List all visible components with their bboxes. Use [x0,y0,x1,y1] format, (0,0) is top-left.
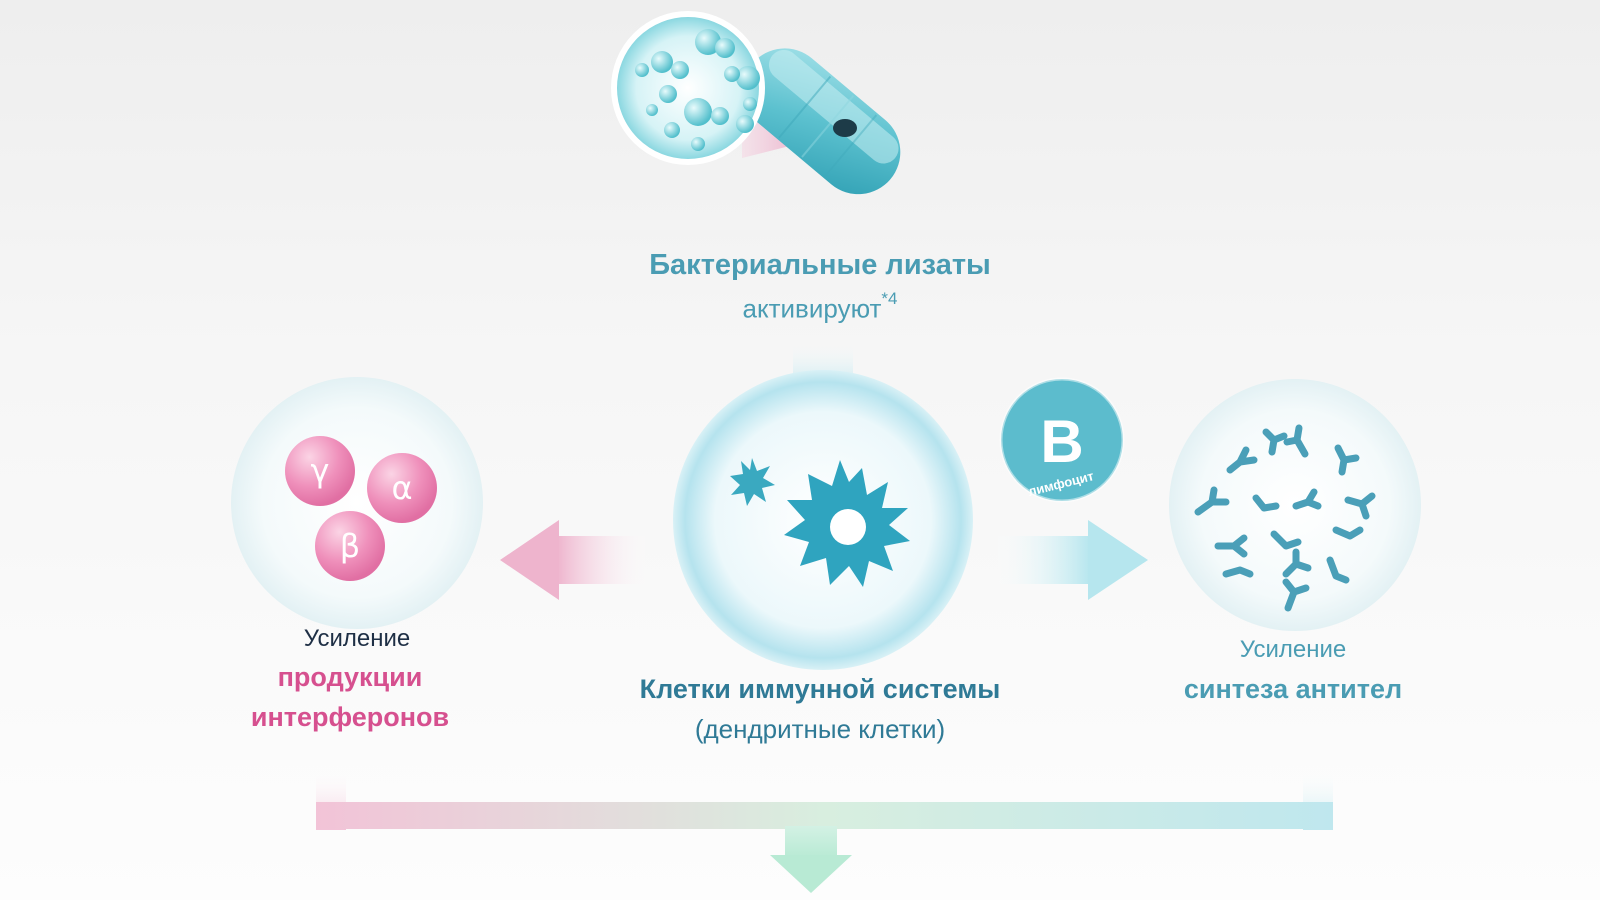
bacteria-bubbles [635,29,760,151]
dendritic-cells-subtitle: (дендритные клетки) [694,714,946,744]
interferon-gamma [285,436,355,506]
b-letter: B [1040,408,1083,475]
left-label-line1: Усиление [303,625,411,652]
beta-symbol: β [340,527,360,565]
capsule-icon [742,48,901,195]
small-dendritic-cell-icon [730,458,775,506]
interferon-alpha [367,453,437,523]
b-lymphocyte-badge: B лимфоцит [999,377,1125,503]
bacterial-lysate-illustration [611,11,901,195]
right-label-line1: Усиление [1239,636,1347,663]
immune-cells-title: Клетки иммунной системы [639,674,1001,704]
activate-subtitle: активируют*4 [600,289,1040,325]
left-label-line2: продукции [277,662,423,692]
antibody-icons [1194,424,1376,612]
right-label-line2: синтеза антител [1183,674,1403,704]
magnifier-icon [611,11,765,165]
activate-text: активируют [742,293,882,324]
arrow-left [500,520,653,600]
antibody-circle [1169,379,1421,631]
bacterial-lysates-title: Бактериальные лизаты [649,249,991,281]
cell-nucleus [830,509,866,545]
alpha-symbol: α [391,469,412,507]
interferon-beta [315,511,385,581]
gamma-symbol: γ [311,452,330,490]
interferon-circle: γ α β [231,377,483,629]
left-label-line3: интерферонов [250,702,450,732]
bottom-connector [316,770,1333,893]
dendritic-cell-circle [673,370,973,670]
arrow-right [990,520,1148,600]
footnote-ref: *4 [881,289,898,308]
capsule-hole [833,119,857,137]
